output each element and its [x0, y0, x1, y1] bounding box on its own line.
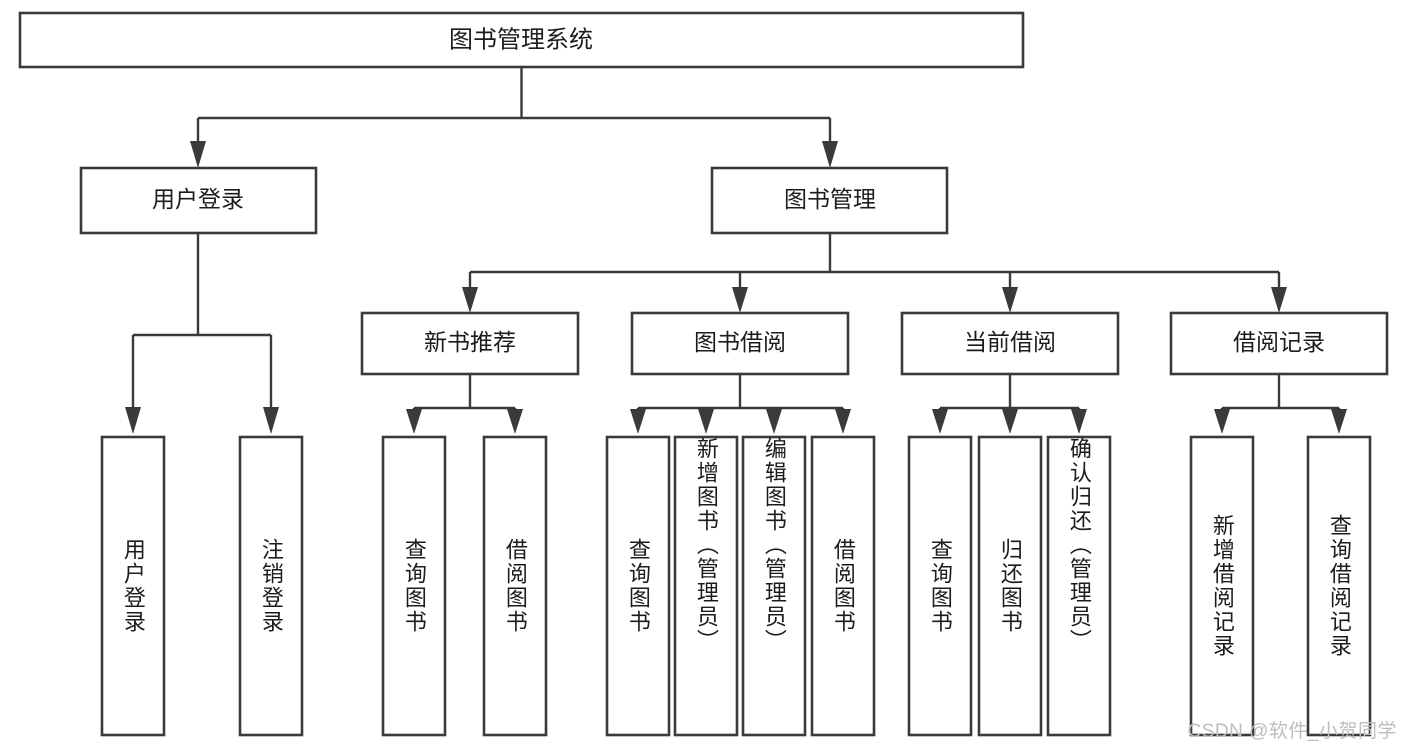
leaf-box-return-book[interactable] — [977, 435, 1043, 737]
leaf-box-borrow-book-2[interactable] — [810, 435, 876, 737]
node-book-borrow-label: 图书借阅 — [694, 329, 786, 355]
node-user-login-box[interactable] — [79, 166, 318, 235]
node-book-manage-label: 图书管理 — [784, 186, 876, 212]
arrowhead-current-borrow — [1002, 287, 1018, 313]
node-borrow-record-label: 借阅记录 — [1233, 329, 1325, 355]
leaf-box-query-book-3[interactable] — [907, 435, 973, 737]
node-current-borrow-label: 当前借阅 — [964, 329, 1056, 355]
arrowhead-leaf-user-login — [125, 407, 141, 434]
leaf-box-user-logout[interactable] — [238, 435, 304, 737]
arrowhead-new-book — [462, 287, 478, 313]
arrowhead-user-login — [190, 141, 206, 168]
connector-group-book-manage-to-level3 — [462, 233, 1287, 313]
node-borrow-record-box[interactable] — [1169, 311, 1389, 376]
node-borrow-record[interactable]: 借阅记录 — [1169, 311, 1389, 376]
arrowhead-book-borrow — [732, 287, 748, 313]
arrowhead-borrow-record — [1271, 287, 1287, 313]
leaf-box-query-book-1[interactable] — [381, 435, 447, 737]
arrowhead-leaf-confirm-return — [1071, 409, 1087, 434]
leaf-box-query-book-2[interactable] — [605, 435, 671, 737]
arrowhead-leaf-query-book-3 — [932, 409, 948, 434]
arrowhead-leaf-query-book-1 — [406, 409, 422, 434]
node-new-book-recommend-label: 新书推荐 — [424, 329, 516, 355]
node-book-borrow[interactable]: 图书借阅 — [630, 311, 850, 376]
connector-group-current-borrow-leaves — [932, 374, 1087, 434]
leaf-box-add-record[interactable] — [1189, 435, 1255, 737]
connector-group-root-to-level2 — [190, 67, 838, 168]
node-new-book-recommend-box[interactable] — [360, 311, 580, 376]
csdn-watermark: CSDN @软件_小贺同学 — [1187, 721, 1397, 742]
connector-group-new-book-leaves — [406, 374, 523, 434]
node-root-box[interactable] — [18, 11, 1025, 69]
connector-group-user-login-leaves — [125, 233, 279, 434]
node-root-label: 图书管理系统 — [449, 26, 593, 53]
leaf-box-add-book[interactable] — [673, 435, 739, 737]
leaf-box-confirm-return[interactable] — [1046, 435, 1112, 737]
arrowhead-leaf-add-book — [698, 409, 714, 434]
arrowhead-book-manage — [822, 141, 838, 168]
arrowhead-leaf-add-record — [1214, 409, 1230, 434]
leaf-box-edit-book[interactable] — [741, 435, 807, 737]
connector-group-borrow-record-leaves — [1214, 374, 1347, 434]
node-user-login-label: 用户登录 — [152, 186, 244, 212]
node-new-book-recommend[interactable]: 新书推荐 — [360, 311, 580, 376]
arrowhead-leaf-query-book-2 — [630, 409, 646, 434]
node-current-borrow[interactable]: 当前借阅 — [900, 311, 1120, 376]
leaf-box-query-record[interactable] — [1306, 435, 1372, 737]
arrowhead-leaf-edit-book — [766, 409, 782, 434]
leaf-box-borrow-book-1[interactable] — [482, 435, 548, 737]
node-user-login[interactable]: 用户登录 — [79, 166, 318, 235]
node-book-manage[interactable]: 图书管理 — [710, 166, 949, 235]
arrowhead-leaf-query-record — [1331, 409, 1347, 434]
arrowhead-leaf-borrow-book-2 — [835, 409, 851, 434]
node-book-borrow-box[interactable] — [630, 311, 850, 376]
arrowhead-leaf-borrow-book-1 — [507, 409, 523, 434]
node-current-borrow-box[interactable] — [900, 311, 1120, 376]
leaf-box-user-login[interactable] — [100, 435, 166, 737]
connector-group-book-borrow-leaves — [630, 374, 851, 434]
node-root[interactable]: 图书管理系统 — [18, 11, 1025, 69]
arrowhead-leaf-user-logout — [263, 407, 279, 434]
arrowhead-leaf-return-book — [1002, 409, 1018, 434]
node-book-manage-box[interactable] — [710, 166, 949, 235]
